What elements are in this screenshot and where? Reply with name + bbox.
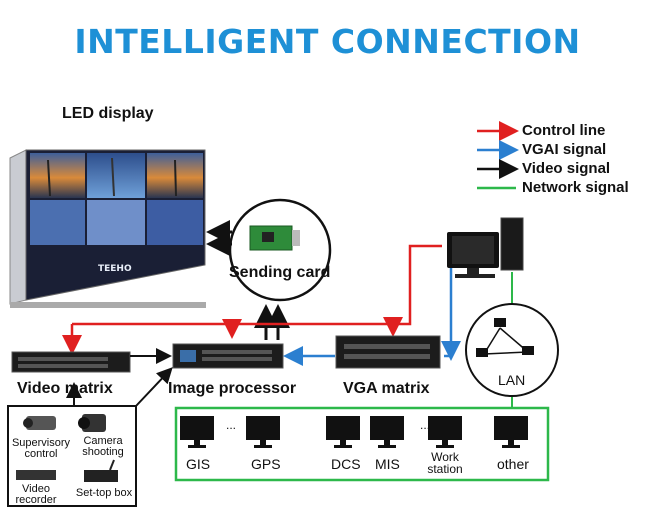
sending-card-label: Sending card: [229, 264, 331, 281]
camera-label: Camera shooting: [82, 435, 124, 458]
legend-vga-label: VGAI signal: [522, 141, 607, 158]
legend-control-label: Control line: [522, 122, 606, 139]
computer: [447, 217, 524, 278]
video-arrow: [135, 367, 173, 407]
led-display-label: LED display: [62, 105, 154, 122]
lan-label: LAN: [498, 372, 526, 388]
video-matrix-device: [11, 351, 131, 373]
legend-network-label: Network signal: [522, 179, 629, 196]
ellipsis: ...: [420, 418, 431, 432]
sending-card: [228, 198, 332, 302]
settop-box-icon: [84, 459, 118, 482]
workstation-gis: GIS: [186, 456, 211, 472]
workstation-work-station: Work station: [427, 450, 463, 476]
supervisory-label: Supervisory control: [11, 437, 71, 460]
monitor-icon: [370, 416, 404, 448]
lan-circle: [465, 303, 559, 397]
led-brand-text: TEEHO: [98, 264, 132, 274]
vga-matrix-device: [335, 335, 441, 369]
camera-icon: [23, 416, 56, 430]
ellipsis: ...: [226, 418, 237, 432]
video-matrix-label: Video matrix: [17, 380, 113, 397]
workstation-mis: MIS: [375, 456, 400, 472]
monitor-icon: [326, 416, 360, 448]
led-display: [9, 149, 206, 308]
workstation-other: other: [497, 456, 529, 472]
vga-matrix-label: VGA matrix: [343, 380, 430, 397]
monitor-icon: [180, 416, 214, 448]
recorder-label: Video recorder: [15, 483, 57, 506]
monitor-icon: [246, 416, 280, 448]
page-title: INTELLIGENT CONNECTION: [74, 22, 581, 61]
image-processor-label: Image processor: [168, 380, 297, 397]
monitor-icon: [494, 416, 528, 448]
video-camera-icon: [78, 414, 106, 432]
workstation-gps: GPS: [251, 456, 281, 472]
legend-video-label: Video signal: [522, 160, 611, 177]
recorder-icon: [16, 470, 56, 480]
monitor-icon: [428, 416, 462, 448]
workstation-dcs: DCS: [331, 456, 361, 472]
workstation-group: [174, 406, 550, 482]
settop-label: Set-top box: [75, 487, 133, 499]
image-processor-device: [172, 343, 284, 369]
